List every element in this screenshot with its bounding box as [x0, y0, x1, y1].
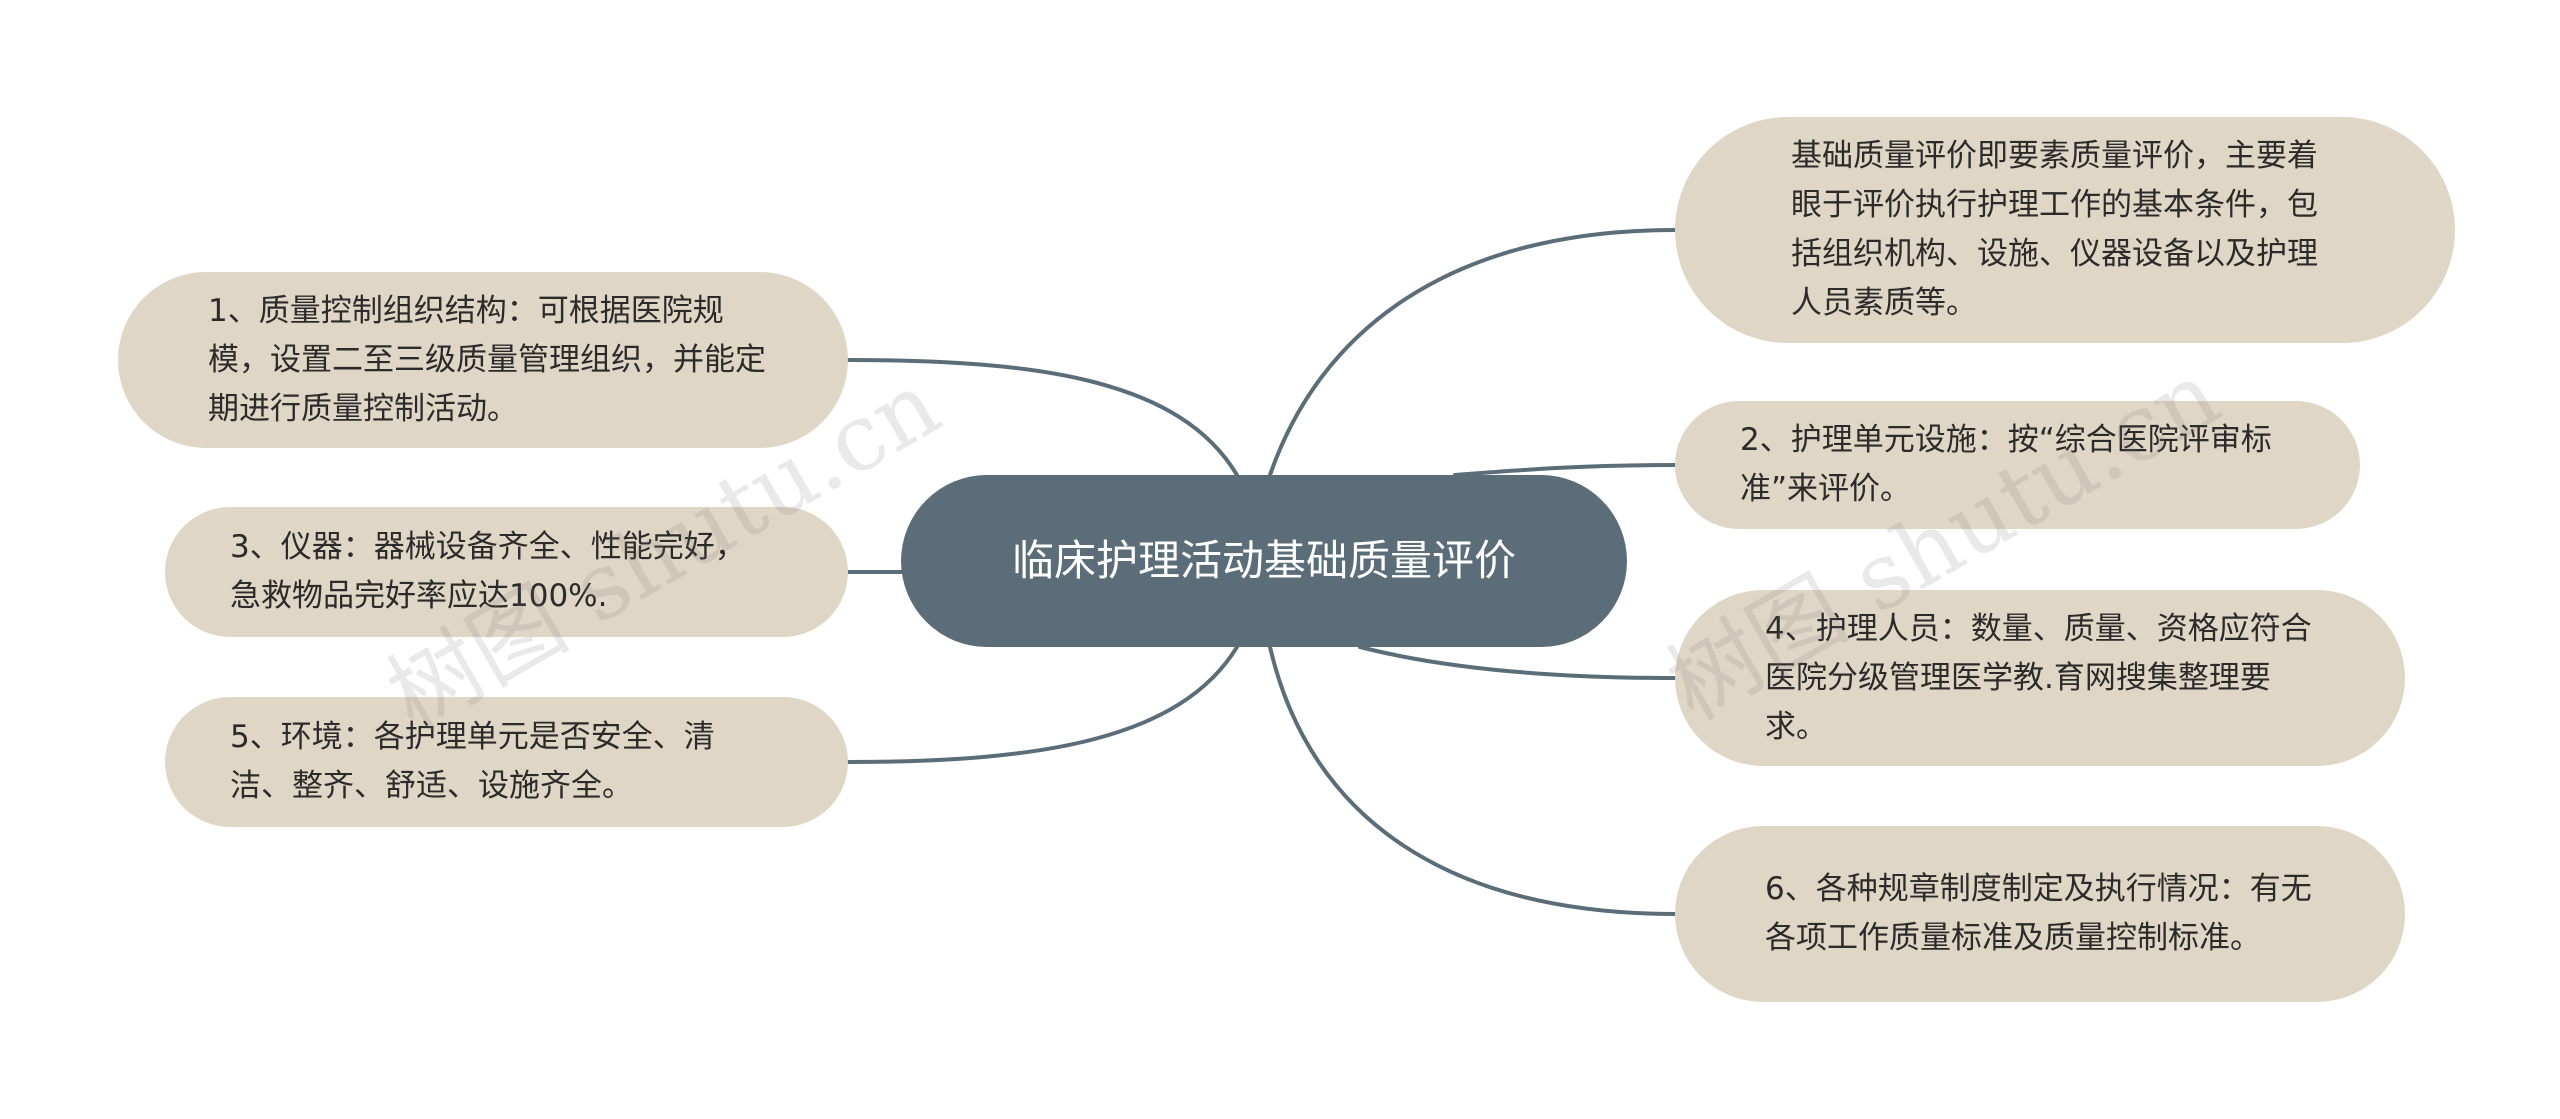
- root-node[interactable]: 临床护理活动基础质量评价: [901, 475, 1627, 647]
- branch-node-label: 3、仪器：器械设备齐全、性能完好，急救物品完好率应达100%.: [230, 529, 746, 614]
- connector-right-1: [1268, 228, 1677, 477]
- connector-right-4: [1268, 645, 1677, 916]
- branch-node-left-3[interactable]: 5、环境：各护理单元是否安全、清洁、整齐、舒适、设施齐全。: [165, 697, 848, 827]
- branch-node-left-1[interactable]: 1、质量控制组织结构：可根据医院规模，设置二至三级质量管理组织，并能定期进行质量…: [118, 272, 848, 448]
- branch-node-label: 基础质量评价即要素质量评价，主要着眼于评价执行护理工作的基本条件，包括组织机构、…: [1791, 138, 2318, 321]
- branch-node-right-4[interactable]: 6、各种规章制度制定及执行情况：有无各项工作质量标准及质量控制标准。: [1675, 826, 2405, 1002]
- branch-node-label: 5、环境：各护理单元是否安全、清洁、整齐、舒适、设施齐全。: [230, 719, 715, 804]
- connector-left-3: [846, 645, 1239, 764]
- branch-node-left-2[interactable]: 3、仪器：器械设备齐全、性能完好，急救物品完好率应达100%.: [165, 507, 848, 637]
- connector-right-2: [1453, 463, 1677, 477]
- branch-node-right-2[interactable]: 2、护理单元设施：按“综合医院评审标准”来评价。: [1675, 401, 2360, 529]
- branch-node-label: 2、护理单元设施：按“综合医院评审标准”来评价。: [1740, 422, 2272, 507]
- branch-node-label: 4、护理人员：数量、质量、资格应符合医院分级管理医学教.育网搜集整理要求。: [1765, 610, 2312, 745]
- connector-right-3: [1358, 645, 1677, 680]
- root-node-label: 临床护理活动基础质量评价: [1011, 536, 1516, 585]
- branch-node-right-3[interactable]: 4、护理人员：数量、质量、资格应符合医院分级管理医学教.育网搜集整理要求。: [1675, 590, 2405, 766]
- connector-left-1: [846, 358, 1239, 477]
- branch-node-label: 1、质量控制组织结构：可根据医院规模，设置二至三级质量管理组织，并能定期进行质量…: [208, 292, 766, 427]
- branch-node-right-1[interactable]: 基础质量评价即要素质量评价，主要着眼于评价执行护理工作的基本条件，包括组织机构、…: [1675, 117, 2455, 343]
- branch-node-label: 6、各种规章制度制定及执行情况：有无各项工作质量标准及质量控制标准。: [1765, 871, 2312, 956]
